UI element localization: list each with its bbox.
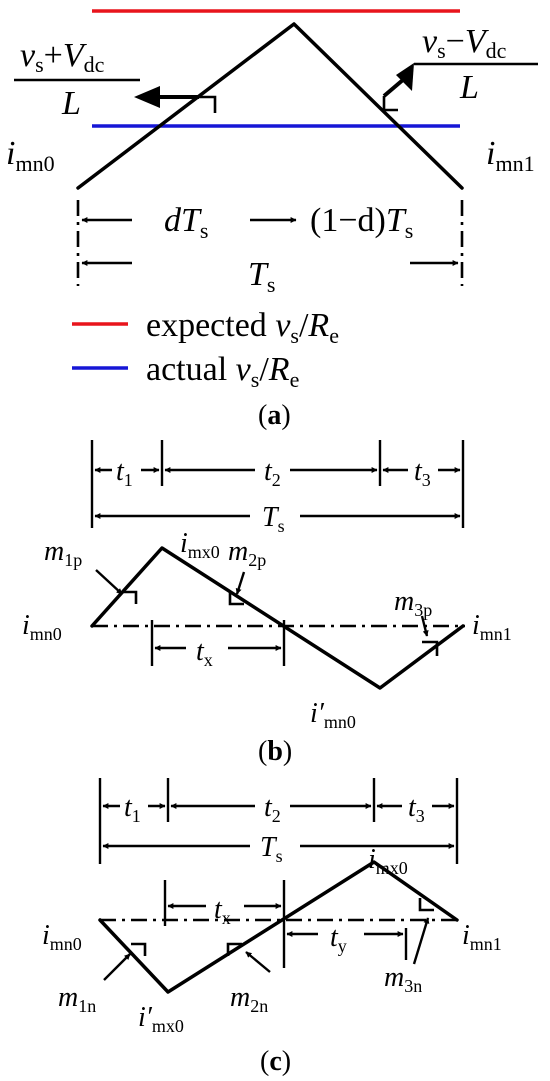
c-t3-interval: t3 — [376, 792, 455, 826]
panel-label-b: (b) — [258, 736, 292, 767]
c-m2n-label: m2n — [230, 982, 268, 1016]
c-imn0-label: imn0 — [42, 920, 82, 954]
panel-label-a: (a) — [258, 400, 291, 431]
svg-text:Ts: Ts — [260, 832, 283, 866]
svg-text:dTs: dTs — [164, 202, 208, 243]
panel-b: t1 t2 t3 Ts imx0 m1p m2p m3p imn0 — [22, 440, 512, 767]
panel-a: vs+Vdc L vs−Vdc L imn0 imn1 dTs (1−d)Ts — [6, 9, 538, 431]
c-m1n-corner — [131, 942, 147, 956]
svg-text:L: L — [459, 69, 479, 106]
c-ty-interval: ty — [286, 922, 404, 956]
panel-label-c: (c) — [260, 1046, 291, 1077]
svg-text:t1: t1 — [124, 792, 141, 826]
svg-text:vs+Vdc: vs+Vdc — [20, 37, 105, 77]
c-Ts-interval: Ts — [102, 832, 455, 866]
right-angle-marker-left — [199, 95, 217, 113]
slope-formula-right: vs−Vdc L — [414, 23, 538, 106]
b-m3p-corner — [422, 640, 439, 656]
c-t1-interval: t1 — [102, 792, 166, 826]
c-current-waveform — [98, 860, 459, 994]
c-imn1-label: imn1 — [462, 920, 502, 954]
b-m2p-pointer — [235, 571, 246, 595]
legend-item-actual: actual vs/Re — [72, 351, 299, 392]
b-imn0-label: imn0 — [22, 610, 62, 644]
b-t3-interval: t3 — [382, 456, 461, 490]
svg-text:expected vs/Re: expected vs/Re — [146, 307, 339, 348]
svg-text:t2: t2 — [264, 456, 281, 490]
right-angle-marker-right — [382, 96, 398, 112]
c-imx0-prime-label: i′mx0 — [138, 1002, 184, 1036]
b-m3p-label: m3p — [394, 586, 432, 620]
svg-text:Ts: Ts — [262, 502, 285, 536]
one-minus-d-Ts-interval: (1−d)Ts — [310, 202, 413, 243]
svg-text:actual vs/Re: actual vs/Re — [146, 351, 299, 392]
period-Ts-interval: Ts — [81, 256, 459, 297]
c-m1n-label: m1n — [58, 982, 96, 1016]
i-mn1-label: imn1 — [486, 135, 535, 176]
b-imn1-label: imn1 — [472, 610, 512, 644]
b-current-waveform — [90, 546, 465, 690]
c-m3n-corner — [418, 898, 434, 912]
svg-text:L: L — [61, 85, 81, 122]
triangle-current-waveform — [76, 22, 464, 190]
b-imx0-label: imx0 — [180, 528, 220, 562]
b-m1p-label: m1p — [44, 536, 82, 570]
b-m2p-corner — [228, 592, 244, 606]
b-t2-interval: t2 — [164, 456, 378, 490]
b-Ts-interval: Ts — [94, 502, 461, 536]
c-m3n-label: m3n — [384, 962, 422, 996]
svg-text:(1−d)Ts: (1−d)Ts — [310, 202, 413, 243]
b-tx-interval: tx — [154, 636, 282, 670]
svg-text:tx: tx — [214, 894, 231, 928]
c-m3n-pointer — [412, 917, 430, 965]
svg-text:vs−Vdc: vs−Vdc — [422, 23, 507, 63]
b-m3p-pointer — [420, 615, 429, 637]
c-tx-interval: tx — [167, 894, 282, 928]
b-imn0-prime-label: i′mn0 — [310, 698, 356, 732]
svg-text:t3: t3 — [408, 792, 425, 826]
legend-item-expected: expected vs/Re — [72, 307, 339, 348]
b-t1-interval: t1 — [94, 456, 160, 490]
slope-arrow-left — [134, 86, 199, 108]
b-m2p-label: m2p — [228, 536, 266, 570]
panel-c: t1 t2 t3 Ts imx0 tx — [42, 778, 502, 1077]
b-m1p-corner — [122, 590, 138, 604]
c-m1n-pointer — [103, 953, 131, 981]
svg-text:t1: t1 — [116, 456, 133, 490]
i-mn0-label: imn0 — [6, 135, 55, 176]
svg-text:t3: t3 — [414, 456, 431, 490]
slope-formula-left: vs+Vdc L — [14, 37, 140, 122]
svg-text:Ts: Ts — [248, 256, 275, 297]
slope-arrow-right — [382, 63, 414, 98]
svg-text:tx: tx — [196, 636, 213, 670]
c-t2-interval: t2 — [170, 792, 372, 826]
dTs-interval: dTs — [81, 202, 297, 243]
b-m1p-pointer — [95, 569, 123, 595]
c-m2n-corner — [226, 942, 242, 956]
c-m2n-pointer — [245, 951, 271, 973]
svg-text:t2: t2 — [264, 792, 281, 826]
c-imx0-label: imx0 — [368, 844, 408, 878]
legend: expected vs/Re actual vs/Re — [72, 307, 339, 392]
svg-text:ty: ty — [330, 922, 347, 956]
